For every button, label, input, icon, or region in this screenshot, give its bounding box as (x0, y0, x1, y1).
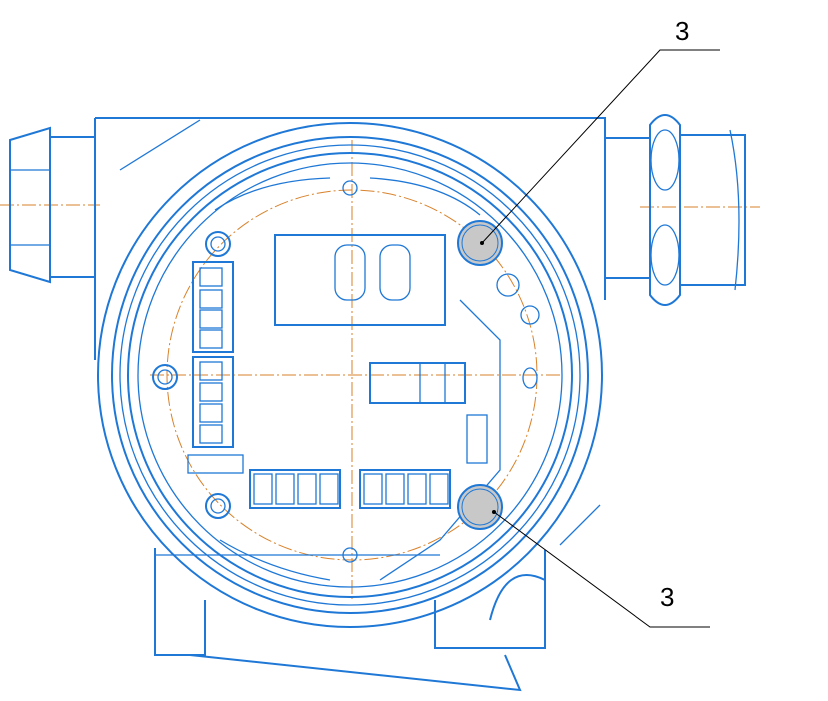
mounting-screws (152, 231, 231, 519)
sim-card-holder (274, 234, 446, 326)
callout-leaders (481, 49, 720, 628)
terminal-block-left-upper (192, 261, 234, 353)
terminal-block-left-lower (192, 356, 234, 448)
dip-switch (466, 414, 488, 464)
connector-block (369, 362, 466, 404)
cover-rings (97, 122, 603, 628)
circuit-board (187, 177, 540, 581)
jumper (187, 454, 244, 474)
callout-label-lower: 3 (660, 582, 675, 612)
lower-plug (457, 484, 503, 530)
terminal-block-bottom-left (249, 469, 341, 509)
upper-plug (457, 220, 503, 266)
callout-label-upper: 3 (675, 16, 690, 46)
right-cable-gland (604, 114, 746, 306)
terminal-block-bottom-right (359, 469, 451, 509)
housing-body (94, 117, 606, 692)
centerlines (0, 140, 760, 600)
